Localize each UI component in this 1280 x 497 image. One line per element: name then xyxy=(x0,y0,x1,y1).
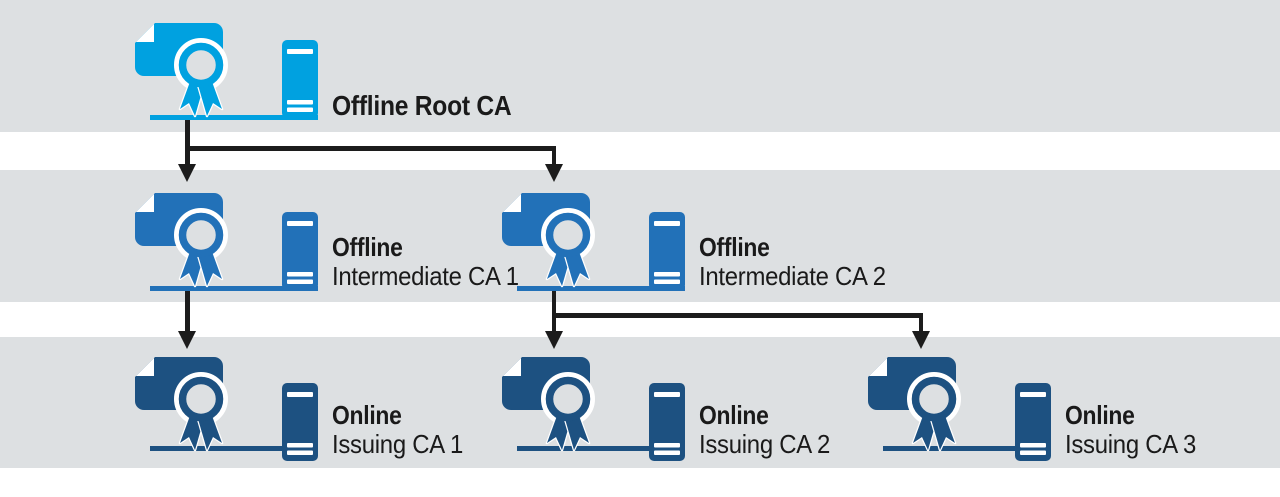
node-label-line1: Offline xyxy=(332,232,403,262)
connector-root-branch-line xyxy=(185,146,556,151)
node-underline xyxy=(517,286,685,291)
certificate-seal-icon xyxy=(135,193,229,289)
arrowhead-int1-to-iss1 xyxy=(178,331,196,349)
node-label: Offline Root CA xyxy=(332,91,536,120)
node-label-line2: Issuing CA 3 xyxy=(1065,429,1196,459)
connector-int2-to-iss2-line xyxy=(551,313,556,335)
node-underline xyxy=(150,286,318,291)
node-offline-root-ca: Offline Root CA xyxy=(135,23,555,163)
node-label-line2: Issuing CA 1 xyxy=(332,429,463,459)
node-underline xyxy=(150,446,318,451)
connector-int1-to-iss1-line xyxy=(185,286,190,334)
node-offline-intermediate-ca-2: Offline Intermediate CA 2 xyxy=(502,193,922,333)
connector-int2-down-line xyxy=(551,287,556,317)
certificate-seal-icon xyxy=(135,23,229,119)
node-underline xyxy=(150,115,318,120)
connector-root-to-int2-line xyxy=(551,146,556,168)
node-label-line2: Intermediate CA 2 xyxy=(699,261,886,291)
arrowhead-root-to-int2 xyxy=(544,164,563,182)
connector-root-down-line xyxy=(185,115,190,150)
certificate-seal-icon xyxy=(502,357,596,453)
certificate-seal-icon xyxy=(868,357,962,453)
server-tower-icon xyxy=(649,383,685,461)
server-tower-icon xyxy=(282,40,318,118)
connector-root-to-int1-line xyxy=(185,146,190,168)
node-label: Online Issuing CA 2 xyxy=(699,401,841,459)
server-tower-icon xyxy=(282,212,318,290)
connector-int2-to-iss3-line xyxy=(918,313,923,335)
node-label-line1: Offline Root CA xyxy=(332,90,512,121)
node-online-issuing-ca-1: Online Issuing CA 1 xyxy=(135,357,555,497)
arrowhead-root-to-int1 xyxy=(178,164,196,182)
server-tower-icon xyxy=(649,212,685,290)
node-label-line2: Issuing CA 2 xyxy=(699,429,830,459)
connector-int2-branch-line xyxy=(551,313,923,318)
node-label-line2: Intermediate CA 1 xyxy=(332,261,519,291)
node-label-line1: Online xyxy=(1065,400,1135,430)
node-offline-intermediate-ca-1: Offline Intermediate CA 1 xyxy=(135,193,555,333)
arrowhead-int2-to-iss3 xyxy=(911,331,930,349)
node-label: Offline Intermediate CA 1 xyxy=(332,233,535,291)
node-label-line1: Online xyxy=(332,400,402,430)
node-online-issuing-ca-2: Online Issuing CA 2 xyxy=(502,357,922,497)
node-online-issuing-ca-3: Online Issuing CA 3 xyxy=(868,357,1280,497)
arrowhead-int2-to-iss2 xyxy=(544,331,563,349)
server-tower-icon xyxy=(282,383,318,461)
node-label-line1: Offline xyxy=(699,232,770,262)
node-label: Online Issuing CA 1 xyxy=(332,401,474,459)
node-underline xyxy=(883,446,1051,451)
node-label-line1: Online xyxy=(699,400,769,430)
node-underline xyxy=(517,446,685,451)
pki-hierarchy-diagram: { "colors": { "band_gray": "#dde0e2", "b… xyxy=(0,0,1280,468)
certificate-seal-icon xyxy=(135,357,229,453)
server-tower-icon xyxy=(1015,383,1051,461)
node-label: Online Issuing CA 3 xyxy=(1065,401,1207,459)
certificate-seal-icon xyxy=(502,193,596,289)
node-label: Offline Intermediate CA 2 xyxy=(699,233,902,291)
